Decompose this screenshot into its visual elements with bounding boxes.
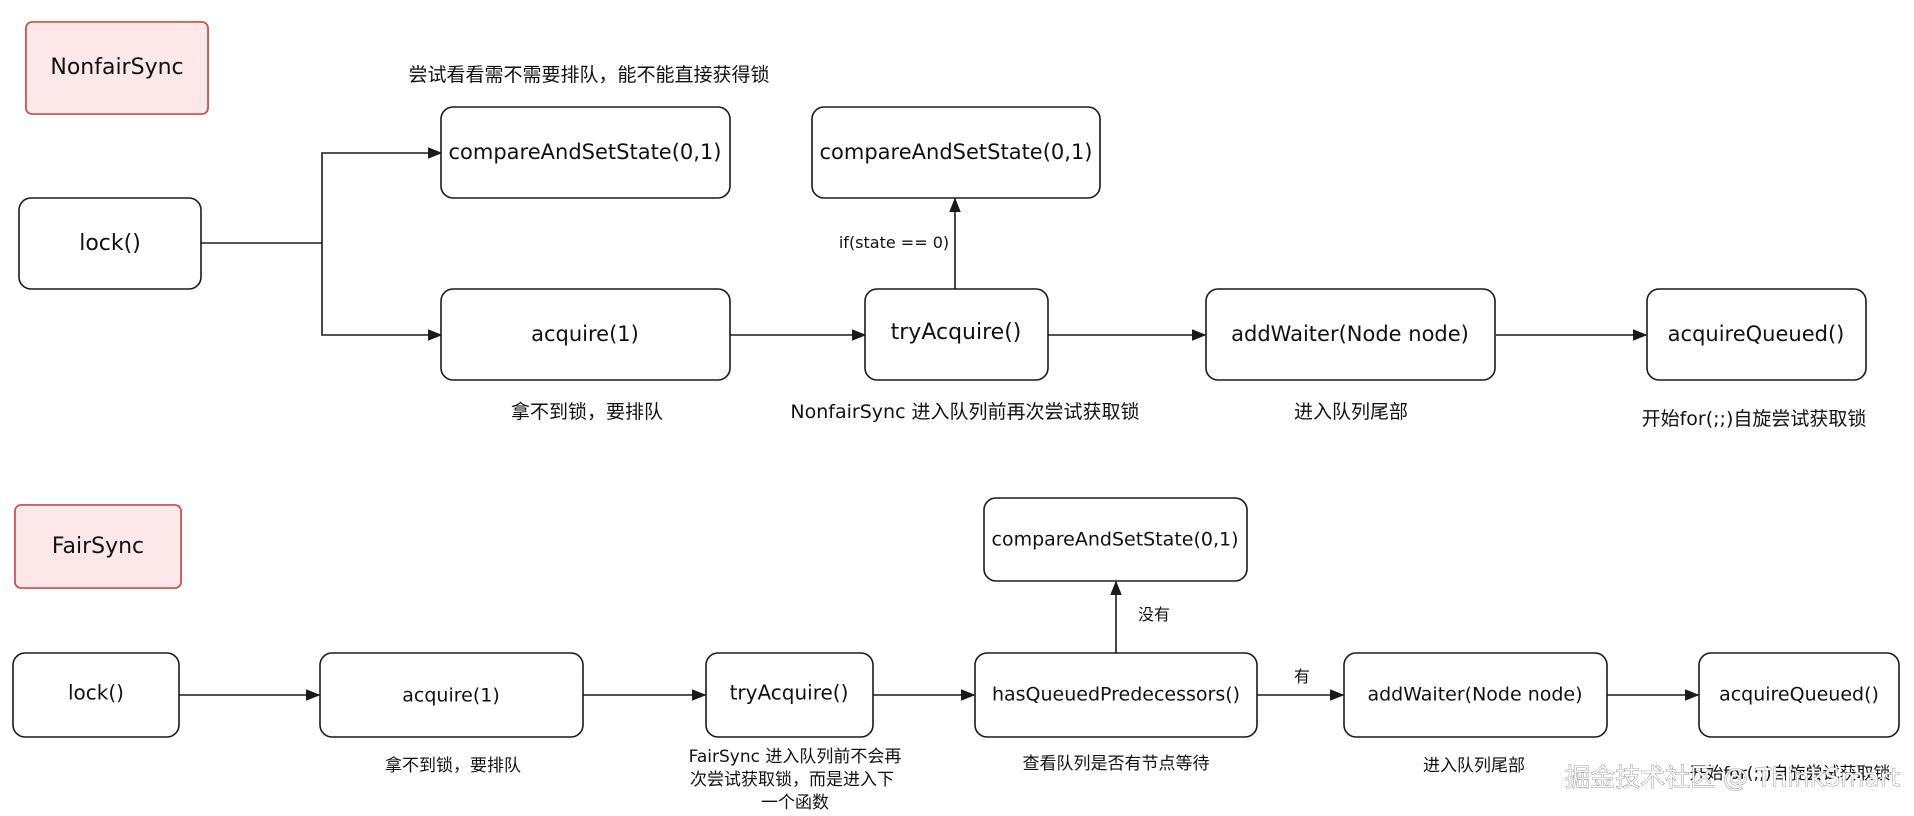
node-b-acquire: acquire(1) [319,652,584,738]
caption-b-try-acquire-line3: 一个函数 [761,793,829,813]
node-b-lock: lock() [12,652,180,738]
edge-label-yes: 有 [1294,667,1310,686]
caption-acquire-queued: 开始for(;;)自旋尝试获取锁 [1642,408,1867,430]
edge-lock-to-cas [321,147,443,243]
svg-text:lock(): lock() [68,681,124,705]
caption-b-acquire: 拿不到锁，要排队 [385,755,521,776]
caption-b-acquire-queued: 开始for(;;)自旋尝试获取锁 [1689,764,1890,784]
watermark: 掘金技术社区 @ ThinkSmart [1565,763,1900,792]
caption-b-add-waiter: 进入队列尾部 [1423,756,1525,776]
node-lock: lock() [18,197,202,290]
node-acquire: acquire(1) [440,288,731,381]
svg-text:addWaiter(Node node): addWaiter(Node node) [1367,684,1582,706]
nonfair-sync-tag: NonfairSync [25,21,209,115]
node-b-has-queued-predecessors: hasQueuedPredecessors() [974,652,1258,738]
caption-acquire: 拿不到锁，要排队 [511,400,663,423]
caption-try-acquire: NonfairSync 进入队列前再次尝试获取锁 [790,401,1139,423]
caption-b-has-queued: 查看队列是否有节点等待 [1023,754,1210,774]
svg-text:lock(): lock() [79,231,141,256]
node-b-acquire-queued: acquireQueued() [1698,652,1900,738]
caption-cas-direct: 尝试看看需不需要排队，能不能直接获得锁 [408,64,769,86]
nonfair-sync-tag-label: NonfairSync [50,55,183,80]
svg-text:acquireQueued(): acquireQueued() [1668,322,1845,346]
edge-label-no: 没有 [1138,605,1170,624]
svg-text:addWaiter(Node node): addWaiter(Node node) [1231,322,1469,346]
caption-b-try-acquire-line2: 次尝试获取锁，而是进入下 [690,770,894,790]
caption-b-try-acquire-line1: FairSync 进入队列前不会再 [689,747,902,767]
svg-text:compareAndSetState(0,1): compareAndSetState(0,1) [820,140,1093,164]
node-try-acquire: tryAcquire() [864,288,1049,381]
node-compare-and-set-state-direct: compareAndSetState(0,1) [440,106,731,199]
svg-text:compareAndSetState(0,1): compareAndSetState(0,1) [449,140,722,164]
node-acquire-queued: acquireQueued() [1646,288,1867,381]
node-add-waiter: addWaiter(Node node) [1205,288,1496,381]
svg-text:hasQueuedPredecessors(): hasQueuedPredecessors() [992,684,1240,706]
caption-add-waiter: 进入队列尾部 [1294,401,1408,423]
node-b-try-acquire: tryAcquire() [705,652,874,738]
node-b-add-waiter: addWaiter(Node node) [1343,652,1608,738]
svg-text:acquire(1): acquire(1) [531,322,639,346]
node-b-compare-and-set-state: compareAndSetState(0,1) [983,497,1248,582]
svg-text:acquire(1): acquire(1) [402,685,499,707]
svg-text:tryAcquire(): tryAcquire() [891,320,1022,345]
svg-text:acquireQueued(): acquireQueued() [1719,684,1879,706]
edge-lock-to-acquire [321,243,443,341]
fair-sync-tag-label: FairSync [52,534,144,559]
fair-sync-tag: FairSync [14,504,182,589]
edge-label-state-check: if(state == 0) [839,233,949,252]
svg-text:compareAndSetState(0,1): compareAndSetState(0,1) [992,529,1239,551]
node-compare-and-set-state-retry: compareAndSetState(0,1) [811,106,1101,199]
svg-text:tryAcquire(): tryAcquire() [730,681,849,705]
